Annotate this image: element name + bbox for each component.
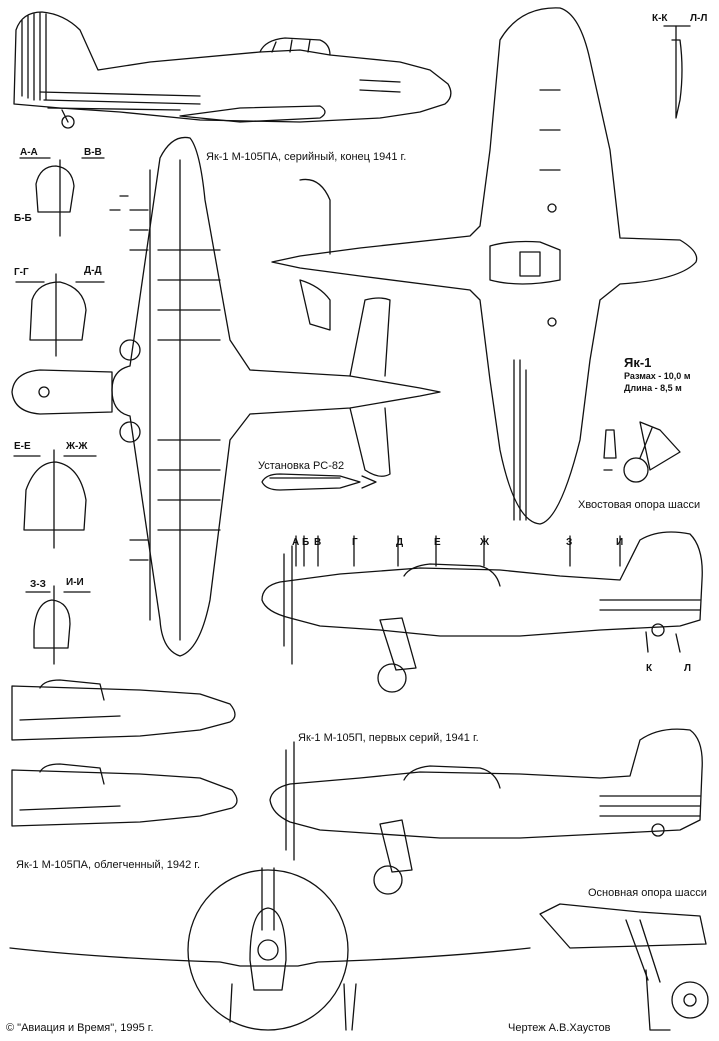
rs82-rocket xyxy=(261,473,377,491)
station-label-i: И xyxy=(616,537,624,548)
spec-span: Размах - 10,0 м xyxy=(624,371,691,381)
section-label-dd: Д-Д xyxy=(84,265,102,276)
station-label-k: К xyxy=(646,663,653,674)
cross-sections xyxy=(13,25,691,665)
section-label-gg: Г-Г xyxy=(14,267,29,278)
section-label-bb: Б-Б xyxy=(14,213,32,224)
caption-m105pa-serial: Як-1 М-105ПА, серийный, конец 1941 г. xyxy=(206,151,407,163)
plan-view-top xyxy=(271,7,698,525)
caption-tail-gear: Хвостовая опора шасси xyxy=(578,499,701,511)
spec-length: Длина - 8,5 м xyxy=(624,383,682,393)
caption-main-gear: Основная опора шасси xyxy=(588,887,707,899)
section-label-ll: Л-Л xyxy=(690,13,708,24)
side-view-m105pa-serial xyxy=(13,11,452,129)
side-view-stations xyxy=(261,531,703,693)
station-label-a: А xyxy=(292,537,300,548)
main-gear-detail xyxy=(539,903,709,1031)
station-label-l: Л xyxy=(684,663,692,674)
station-label-v: В xyxy=(314,537,322,548)
front-view xyxy=(9,867,531,1031)
spec-title: Як-1 xyxy=(624,355,652,370)
section-label-ee: Е-Е xyxy=(14,441,31,452)
section-label-zhzh: Ж-Ж xyxy=(66,441,88,452)
caption-author: Чертеж А.В.Хаустов xyxy=(508,1022,611,1034)
caption-m105pa-light: Як-1 М-105ПА, облегченный, 1942 г. xyxy=(16,859,201,871)
station-label-zh: Ж xyxy=(480,537,490,548)
caption-copyright: © "Авиация и Время", 1995 г. xyxy=(6,1022,154,1034)
side-view-light-variants xyxy=(11,679,238,827)
section-label-aa: А-А xyxy=(20,147,38,158)
section-label-vv: В-В xyxy=(84,147,102,158)
caption-rs82-install: Установка РС-82 xyxy=(258,460,345,472)
station-label-z: З xyxy=(566,537,573,548)
caption-m105p-first: Як-1 М-105П, первых серий, 1941 г. xyxy=(298,732,479,744)
section-label-kk: К-К xyxy=(652,13,668,24)
tail-gear-detail xyxy=(603,421,681,483)
plan-view-underside xyxy=(11,136,441,657)
station-label-e: Е xyxy=(434,537,441,548)
station-label-g: Г xyxy=(352,537,358,548)
section-label-zz: З-З xyxy=(30,579,46,590)
station-label-b: Б xyxy=(302,537,310,548)
side-view-m105p-first xyxy=(269,728,703,895)
section-label-ii: И-И xyxy=(66,577,84,588)
station-label-d: Д xyxy=(396,537,404,548)
